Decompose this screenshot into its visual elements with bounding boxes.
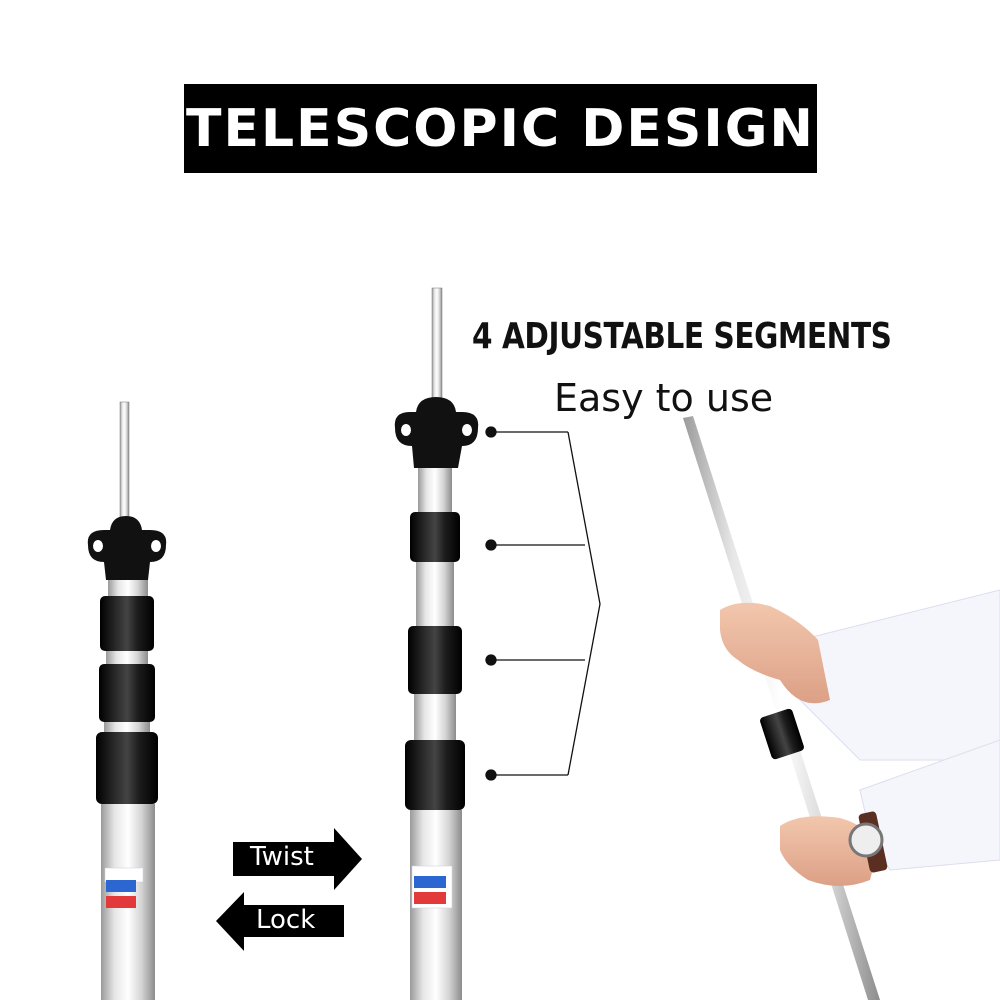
lock-label: Lock (256, 905, 316, 935)
twist-label: Twist (250, 842, 314, 872)
hands-holding-pole (683, 416, 1000, 1000)
segment-callouts (485, 426, 601, 781)
center-pole (394, 287, 479, 1000)
title-text: TELESCOPIC DESIGN (186, 98, 815, 159)
easy-to-use-subheadline: Easy to use (554, 376, 774, 420)
left-pole (87, 401, 167, 1000)
lock-arrow (216, 892, 344, 951)
title-banner: TELESCOPIC DESIGN (184, 84, 817, 173)
twist-arrow (233, 828, 362, 890)
